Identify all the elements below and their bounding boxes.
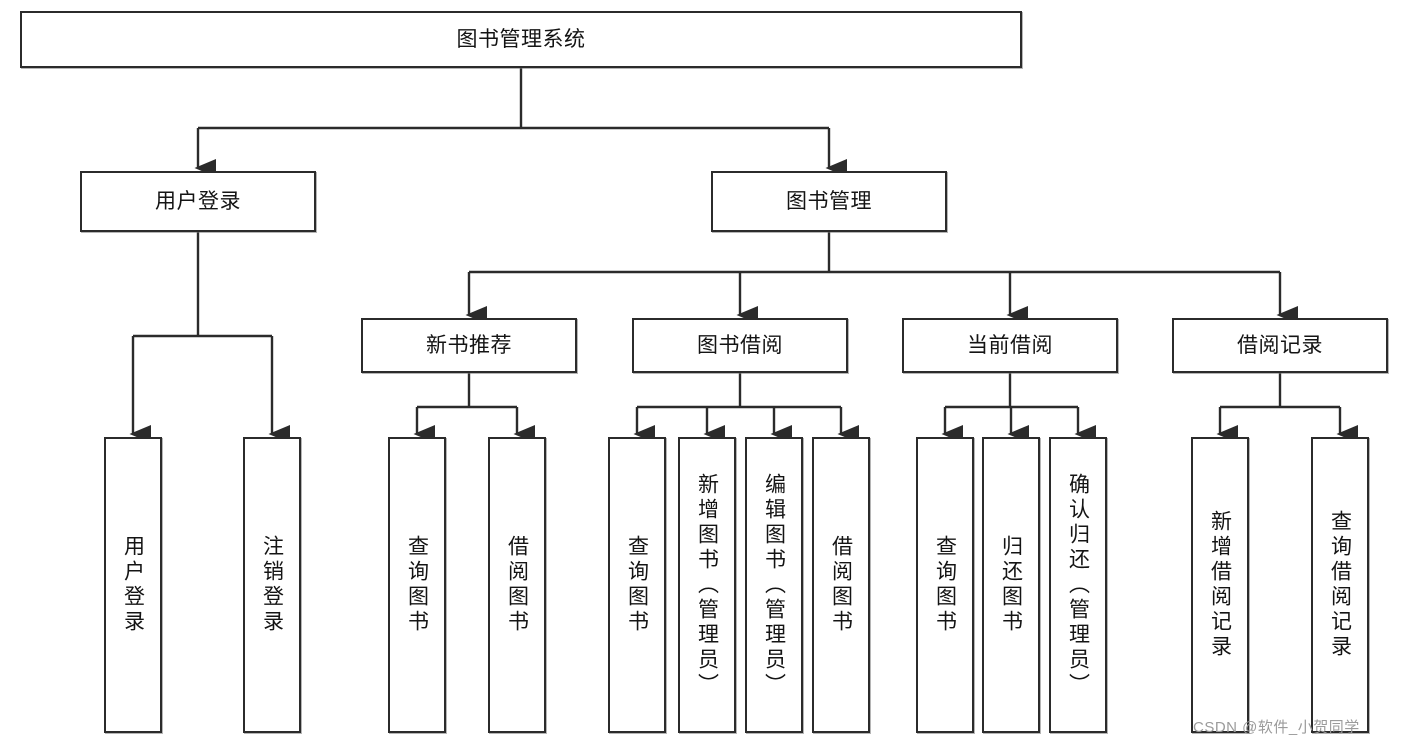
node-label: 用户登录 bbox=[155, 190, 241, 213]
node-label: 图书管理系统 bbox=[456, 28, 586, 51]
node-label: 查询图书 bbox=[405, 535, 429, 635]
node-leaf-add-book[interactable]: 新增图书（管理员） bbox=[678, 437, 736, 733]
node-current-borrow[interactable]: 当前借阅 bbox=[902, 318, 1118, 373]
node-label: 图书借阅 bbox=[697, 334, 783, 357]
node-label: 注销登录 bbox=[260, 535, 284, 635]
node-root[interactable]: 图书管理系统 bbox=[20, 11, 1022, 68]
node-leaf-borrow-book-2[interactable]: 借阅图书 bbox=[812, 437, 870, 733]
node-label: 当前借阅 bbox=[967, 334, 1053, 357]
node-leaf-return-book[interactable]: 归还图书 bbox=[982, 437, 1040, 733]
node-label: 查询图书 bbox=[933, 535, 957, 635]
node-leaf-borrow-book-1[interactable]: 借阅图书 bbox=[488, 437, 546, 733]
node-leaf-edit-book[interactable]: 编辑图书（管理员） bbox=[745, 437, 803, 733]
node-leaf-add-record[interactable]: 新增借阅记录 bbox=[1191, 437, 1249, 733]
node-book-borrow[interactable]: 图书借阅 bbox=[632, 318, 848, 373]
node-label: 编辑图书（管理员） bbox=[762, 472, 786, 698]
node-label: 图书管理 bbox=[786, 190, 872, 213]
csdn-watermark: CSDN @软件_小贺同学 bbox=[1193, 719, 1360, 736]
node-leaf-query-book-3[interactable]: 查询图书 bbox=[916, 437, 974, 733]
node-label: 新书推荐 bbox=[426, 334, 512, 357]
node-book-manage[interactable]: 图书管理 bbox=[711, 171, 947, 232]
node-label: 新增图书（管理员） bbox=[695, 472, 719, 698]
node-label: 借阅记录 bbox=[1237, 334, 1323, 357]
node-leaf-confirm-return[interactable]: 确认归还（管理员） bbox=[1049, 437, 1107, 733]
node-leaf-user-login[interactable]: 用户登录 bbox=[104, 437, 162, 733]
node-user-login[interactable]: 用户登录 bbox=[80, 171, 316, 232]
node-leaf-query-book-2[interactable]: 查询图书 bbox=[608, 437, 666, 733]
node-leaf-user-logout[interactable]: 注销登录 bbox=[243, 437, 301, 733]
node-new-book-recommend[interactable]: 新书推荐 bbox=[361, 318, 577, 373]
node-leaf-query-record[interactable]: 查询借阅记录 bbox=[1311, 437, 1369, 733]
node-label: 确认归还（管理员） bbox=[1066, 472, 1090, 698]
node-borrow-record[interactable]: 借阅记录 bbox=[1172, 318, 1388, 373]
node-label: 查询图书 bbox=[625, 535, 649, 635]
node-label: 用户登录 bbox=[121, 535, 145, 635]
node-label: 借阅图书 bbox=[505, 535, 529, 635]
node-label: 归还图书 bbox=[999, 535, 1023, 635]
node-label: 查询借阅记录 bbox=[1328, 510, 1352, 660]
node-label: 借阅图书 bbox=[829, 535, 853, 635]
node-label: 新增借阅记录 bbox=[1208, 510, 1232, 660]
node-leaf-query-book-1[interactable]: 查询图书 bbox=[388, 437, 446, 733]
